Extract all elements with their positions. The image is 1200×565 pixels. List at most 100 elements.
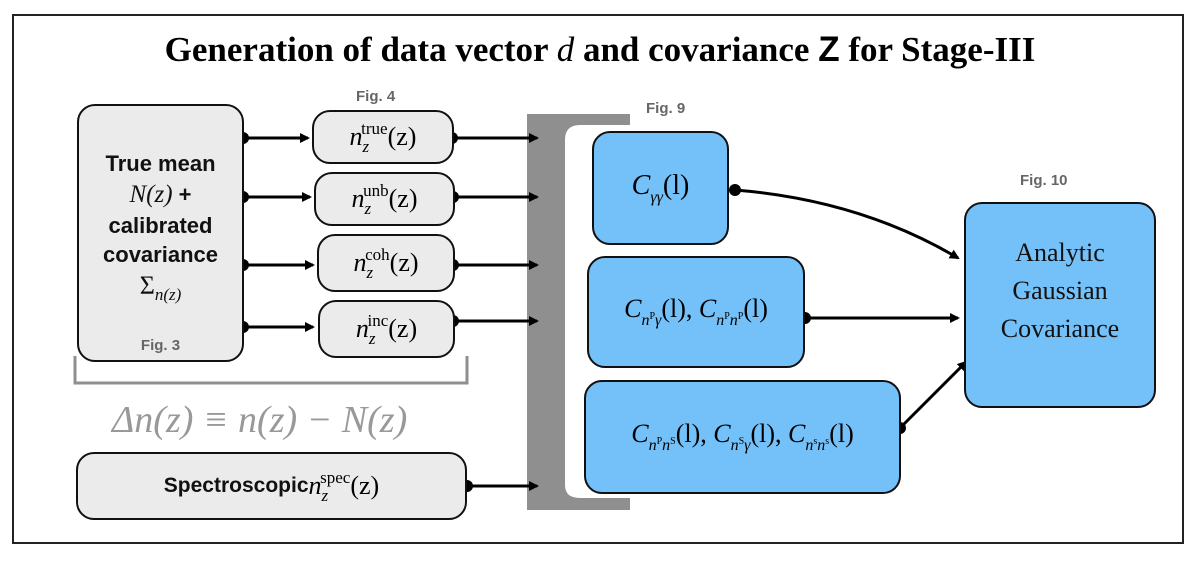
spectroscopic-box: Spectroscopic nzspec(z) <box>76 452 467 520</box>
math-fragment: (z) <box>389 247 419 277</box>
source-arrows <box>243 133 315 332</box>
math-fragment: P <box>724 311 730 322</box>
math-fragment: n <box>641 312 650 329</box>
math-fragment: (z) <box>388 183 418 213</box>
analytic-gaussian-covariance-box: Analytic Gaussian Covariance <box>964 202 1156 408</box>
math-fragment: (l) <box>662 169 690 201</box>
math-fragment: (l) <box>661 294 686 323</box>
math-fragment: (l) <box>743 294 768 323</box>
math-fragment: C <box>631 169 651 201</box>
nz-spec-label: nzspec(z) <box>309 469 380 504</box>
math-fragment: inc <box>367 310 389 330</box>
fig10-label: Fig. 10 <box>1020 172 1068 189</box>
math-fragment: C <box>624 294 642 323</box>
output-line1: Analytic <box>1015 238 1105 268</box>
cl-arrows <box>734 188 968 430</box>
group-bracket <box>73 356 469 385</box>
c-gamma-gamma-box: Cγγ(l) <box>592 131 729 245</box>
math-fragment: (z) <box>388 313 418 343</box>
math-fragment: P <box>656 436 663 447</box>
math-fragment: z <box>368 328 376 348</box>
math-fragment: true <box>361 118 388 138</box>
math-fragment: (z) <box>387 121 417 151</box>
spectroscopic-label: Spectroscopic <box>163 474 309 498</box>
math-fragment: s <box>825 436 830 447</box>
title-prefix: Generation of data vector <box>164 30 557 69</box>
math-fragment: (l) <box>750 419 776 448</box>
diagram-frame <box>12 14 1184 544</box>
nz-inc-box: nzinc(z) <box>318 300 455 358</box>
math-fragment: C <box>698 294 717 323</box>
c-photo-box: CnPγ(l), CnPnP(l) <box>587 256 805 368</box>
c-photo-label: CnPγ(l), CnPnP(l) <box>624 294 768 330</box>
source-line1: True mean <box>105 151 216 177</box>
data-vector-symbol: d <box>556 30 575 69</box>
math-fragment: n <box>648 437 657 454</box>
nz-unb-box: nzunb(z) <box>314 172 455 226</box>
math-fragment: n <box>353 247 367 277</box>
math-fragment: n <box>355 313 369 343</box>
math-fragment: (l) <box>829 419 854 448</box>
math-fragment: spec <box>320 467 351 487</box>
nz-unb-label: nzunb(z) <box>352 182 418 217</box>
plus-sign: + <box>172 182 192 208</box>
math-fragment: n <box>730 437 739 454</box>
fig4-label: Fig. 4 <box>356 88 396 105</box>
math-fragment: , <box>685 294 699 323</box>
math-fragment: z <box>362 136 370 156</box>
math-fragment: (l) <box>675 419 701 448</box>
c-gamma-gamma-label: Cγγ(l) <box>632 170 690 207</box>
math-fragment: s <box>813 436 818 447</box>
nz-true-label: nztrue(z) <box>350 120 417 155</box>
math-fragment: nPγ <box>641 311 662 329</box>
math-fragment: γγ <box>650 188 663 206</box>
title-suffix: for Stage-III <box>839 30 1036 69</box>
math-fragment: z <box>321 485 329 505</box>
covariance-symbol: Z <box>818 30 840 69</box>
math-fragment: (z) <box>350 470 380 500</box>
math-fragment: n <box>351 183 365 213</box>
math-fragment: n <box>662 437 671 454</box>
math-fragment: n <box>729 312 738 329</box>
math-fragment: S <box>738 436 745 447</box>
math-fragment: C <box>788 419 806 448</box>
math-fragment: unb <box>363 180 389 200</box>
math-fragment: , <box>775 419 789 448</box>
math-fragment: γ <box>655 312 662 329</box>
diagram-title: Generation of data vector d and covarian… <box>0 30 1200 70</box>
math-fragment: n <box>716 312 725 329</box>
nz-arrows <box>452 133 539 491</box>
math-fragment: nSγ <box>730 436 751 454</box>
c-spec-box: CnPnS(l), CnSγ(l), Cnsns(l) <box>584 380 901 494</box>
math-fragment: n <box>817 437 826 454</box>
math-fragment: P <box>649 311 656 322</box>
math-fragment: C <box>631 419 649 448</box>
source-line4: covariance <box>103 242 218 268</box>
title-middle: and covariance <box>574 30 819 69</box>
true-mean-box: True mean N(z) + calibrated covariance Σ… <box>77 104 244 362</box>
math-fragment: n <box>805 437 814 454</box>
output-line2: Gaussian <box>1012 276 1108 306</box>
mean-nz-symbol: N(z) <box>129 181 173 209</box>
math-fragment: , <box>700 419 714 448</box>
math-fragment: n <box>308 470 322 500</box>
math-fragment: S <box>670 436 676 447</box>
math-fragment: z <box>366 262 374 282</box>
merge-bracket <box>527 114 630 510</box>
math-fragment: nsns <box>805 436 830 454</box>
output-line3: Covariance <box>1000 313 1120 343</box>
math-fragment: z <box>364 198 372 218</box>
nz-inc-label: nzinc(z) <box>356 312 417 347</box>
math-fragment: P <box>737 311 744 322</box>
source-line3: calibrated <box>108 213 213 239</box>
math-fragment: coh <box>365 244 390 264</box>
fig3-label: Fig. 3 <box>140 337 181 354</box>
nz-coh-label: nzcoh(z) <box>353 246 418 281</box>
sigma-subscript: n(z) <box>154 285 182 305</box>
math-fragment: C <box>713 419 731 448</box>
c-spec-label: CnPnS(l), CnSγ(l), Cnsns(l) <box>631 419 853 455</box>
nz-true-box: nztrue(z) <box>312 110 454 164</box>
delta-nz-equation: Δn(z) ≡ n(z) − N(z) <box>112 399 408 441</box>
math-fragment: n <box>349 121 363 151</box>
math-fragment: γ <box>744 437 751 454</box>
